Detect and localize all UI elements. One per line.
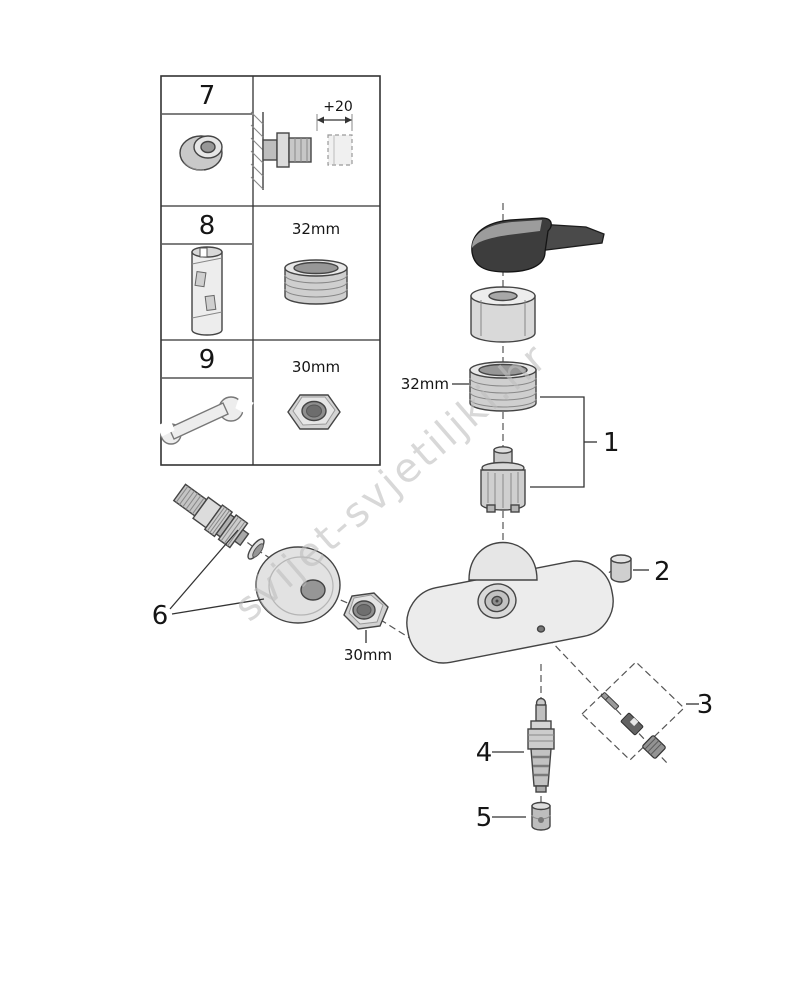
callout-6-label: 6 [152, 601, 169, 631]
s-union-connector [172, 483, 250, 549]
diverter-trim-parts-3: 3 [581, 661, 714, 761]
trim-parts-dashed-box [581, 661, 685, 761]
nut-size-annotation: 30mm [344, 646, 392, 664]
trim-clip [620, 712, 644, 736]
callout-4-label: 4 [476, 738, 493, 768]
socket-tool-icon [191, 246, 223, 336]
exploded-view: 32mm 1 [152, 203, 714, 833]
callout-1-label: 1 [603, 428, 620, 458]
eccentric-nipple-icon [179, 135, 223, 171]
dome-cap-sleeve [470, 286, 536, 343]
fitting-ghost-position [327, 134, 353, 166]
union-nut-30mm: 30mm [343, 592, 392, 664]
callout-6: 6 [152, 529, 265, 631]
legend-cell-8: 8 32mm [162, 211, 348, 336]
adapter-size-label: 32mm [292, 220, 340, 238]
diverter-port-hole [536, 625, 546, 633]
legend-cell-7: 7 [162, 81, 353, 190]
legend-table: 7 [157, 75, 381, 466]
wall-fitting [262, 139, 278, 161]
diverter-cartridge-4: 4 [476, 697, 555, 793]
cartridge [480, 446, 526, 513]
faucet-body [406, 542, 614, 664]
tool-number-9: 9 [199, 345, 216, 375]
adapter-ring-icon [284, 259, 348, 305]
tool-number-8: 8 [199, 211, 216, 241]
callout-3-label: 3 [697, 690, 714, 720]
nut-size-label: 30mm [292, 358, 340, 376]
lever-handle [471, 217, 605, 273]
escutcheon-flange [255, 546, 341, 624]
dimension-label: +20 [323, 99, 353, 115]
dimension-plus-20: +20 [316, 99, 353, 131]
trim-pin [600, 692, 620, 710]
callout-5-label: 5 [476, 803, 493, 833]
ring-size-annotation: 32mm [401, 375, 449, 393]
callout-2-label: 2 [654, 557, 671, 587]
washer [247, 538, 265, 560]
legend-cell-9: 9 30mm [157, 345, 341, 445]
trim-knob [642, 735, 666, 759]
plug-part-2: 2 [610, 554, 671, 587]
check-valve-5: 5 [476, 801, 551, 833]
hex-nut-icon [287, 394, 341, 430]
wrench-icon [157, 395, 254, 445]
threaded-adapter-32mm: 32mm [401, 361, 537, 412]
tool-number-7: 7 [199, 81, 216, 111]
callout-1: 1 [530, 396, 620, 488]
wall-mounting-drawing: +20 [250, 99, 353, 190]
